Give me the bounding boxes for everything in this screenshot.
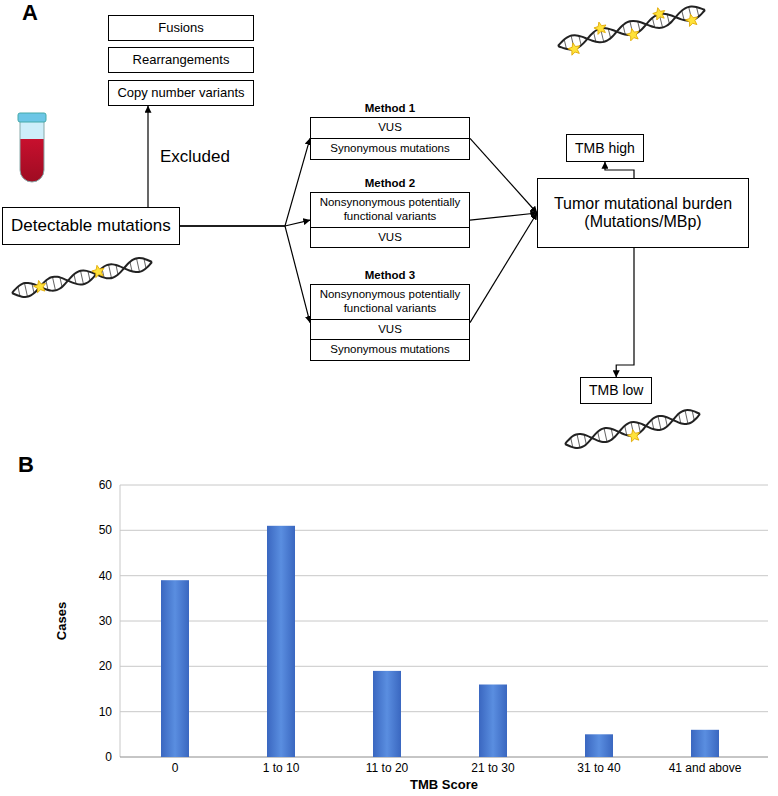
tube-body [20,120,44,182]
base-pair [24,283,27,297]
dna-strand [556,3,706,52]
box-text: Detectable mutations [11,216,171,236]
criteria-box: VUS [311,319,469,340]
bars [161,526,719,757]
mutation-star [567,41,582,55]
x-category-label: 31 to 40 [549,760,649,776]
arrow-connector [470,213,537,220]
box-text: Nonsynonymous potentially functional var… [315,196,465,224]
box-text: VUS [315,121,465,135]
dna-helix [555,0,708,58]
box-text: Synonymous mutations [315,343,465,357]
mutation-star [91,264,106,278]
arrow-connector [180,226,310,323]
base-pair [577,434,580,448]
y-tick-label: 20 [62,658,112,674]
dna-strand [11,255,154,299]
y-tick-label: 40 [62,568,112,584]
mutation-star [626,27,641,41]
process-box: Detectable mutations [2,207,180,245]
process-box: Tumor mutational burden (Mutations/MBp) [537,178,749,248]
mutation-star [652,6,667,20]
tube-cap [18,113,46,122]
base-pair [685,410,688,424]
process-box: Rearrangements [108,47,254,73]
criteria-box: VUS [311,118,469,138]
axis-title: TMB Score [344,777,544,793]
mutation-star [33,279,48,293]
method-group: Method 1VUSSynonymous mutations [310,117,470,160]
panel-letter: B [18,452,48,478]
x-category-label: 0 [125,760,225,776]
box-text: Copy number variants [117,86,244,101]
criteria-box: Nonsynonymous potentially functional var… [311,193,469,227]
method-heading: Method 1 [311,102,469,115]
arrow-connector [147,106,148,207]
method-heading: Method 2 [311,177,469,190]
box-text: TMB high [575,140,635,156]
edge-label: Excluded [158,147,232,167]
dna-helix [563,407,702,456]
bar [585,734,613,757]
process-box: TMB low [580,377,652,404]
bar [479,685,507,758]
x-category-label: 11 to 20 [337,760,437,776]
base-pair [80,271,83,285]
box-text: Fusions [158,21,204,36]
dna-strand [564,407,702,450]
x-category-label: 1 to 10 [231,760,331,776]
criteria-box: Synonymous mutations [311,138,469,159]
y-tick-label: 30 [62,613,112,629]
mutation-star [684,13,699,27]
bar [373,671,401,757]
criteria-box: Nonsynonymous potentially functional var… [311,285,469,319]
base-pair [604,428,607,442]
box-text: Synonymous mutations [315,142,465,156]
box-text: Rearrangements [133,53,230,68]
process-box: TMB high [566,134,644,162]
base-pair [52,277,55,291]
box-text: VUS [315,323,465,337]
box-text: Tumor mutational burden (Mutations/MBp) [546,195,740,232]
criteria-box: Synonymous mutations [311,339,469,360]
gridlines [120,485,768,757]
box-text: TMB low [589,382,643,398]
process-box: Fusions [108,15,254,41]
bar [267,526,295,757]
box-text: VUS [315,231,465,245]
mutation-star [593,21,608,35]
arrow-connector [605,162,634,178]
box-text: Nonsynonymous potentially functional var… [315,288,465,316]
base-pair [108,264,111,278]
bar [691,730,719,757]
y-tick-label: 10 [62,704,112,720]
bar [161,580,189,757]
arrow-connector [180,220,310,226]
x-axis [120,757,768,758]
dna-helix [10,254,153,300]
arrow-connector [616,248,634,377]
base-pair [136,258,139,272]
mutation-star [627,428,642,442]
dna-strand [11,255,154,299]
dna-strand [564,407,702,450]
x-category-label: 41 and above [655,760,755,776]
process-box: Copy number variants [108,80,254,106]
dna-strand [556,3,706,52]
y-tick-label: 60 [62,477,112,493]
method-group: Method 3Nonsynonymous potentially functi… [310,284,470,361]
y-tick-label: 50 [62,522,112,538]
base-pair [658,416,661,430]
arrow-connector [470,213,537,323]
panel-letter: A [22,0,52,26]
axis-title: Cases [54,581,70,661]
y-tick-label: 0 [62,749,112,765]
criteria-box: VUS [311,227,469,248]
x-category-label: 21 to 30 [443,760,543,776]
arrow-connector [470,138,537,213]
test-tube [18,113,46,182]
method-group: Method 2Nonsynonymous potentially functi… [310,192,470,248]
method-heading: Method 3 [311,269,469,282]
